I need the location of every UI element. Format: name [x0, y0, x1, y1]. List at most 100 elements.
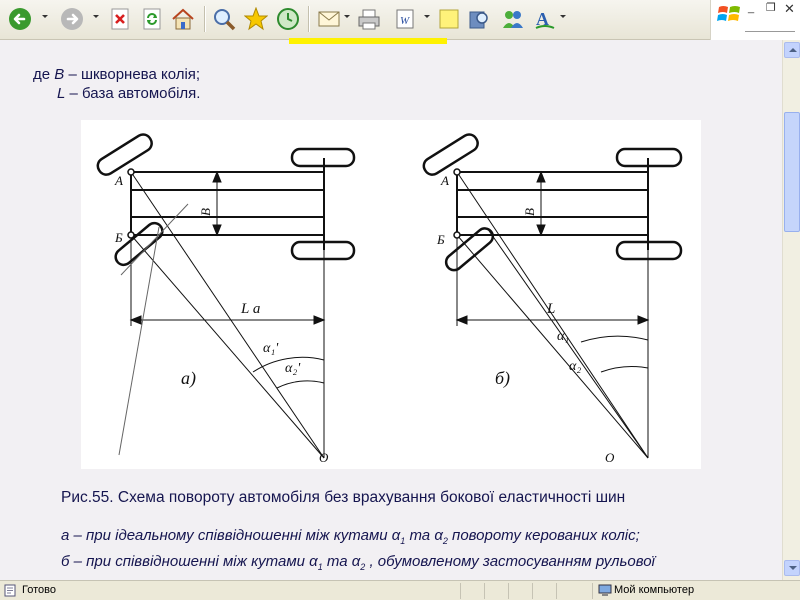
- svg-text:W: W: [400, 15, 410, 27]
- vertical-scrollbar[interactable]: [782, 40, 800, 580]
- note-text: а – при ідеальному співвідношенні між ку…: [61, 527, 401, 544]
- label-dim-la: L a: [240, 301, 260, 317]
- window-controls: [710, 0, 800, 40]
- subscript: 1: [400, 536, 406, 546]
- status-cell: [508, 583, 532, 599]
- status-text: Готово: [22, 584, 56, 596]
- label-dim-b-right: B: [522, 208, 537, 216]
- printer-icon: [358, 9, 380, 30]
- scroll-up-button[interactable]: [784, 42, 800, 58]
- figure-caption: Рис.55. Схема повороту автомобіля без вр…: [61, 489, 626, 506]
- label-dim-l: L: [546, 301, 555, 317]
- maximize-button[interactable]: ❐: [766, 2, 776, 14]
- search-button[interactable]: [211, 5, 237, 33]
- refresh-icon: [143, 8, 161, 30]
- windows-logo-icon: [717, 6, 740, 21]
- research-icon: [469, 11, 488, 29]
- text-rest: – шкворнева колія;: [64, 66, 201, 83]
- address-bar-mini[interactable]: [745, 22, 795, 32]
- page-content: де B – шкворнева колія; L – база автомоб…: [0, 44, 782, 580]
- toolbar: W A: [0, 0, 800, 44]
- subscript: 2: [360, 562, 366, 572]
- word-document-icon: W: [396, 9, 414, 29]
- close-button[interactable]: ✕: [784, 1, 795, 16]
- print-button[interactable]: [356, 5, 382, 33]
- computer-icon: [598, 584, 612, 596]
- note-text: та α: [322, 553, 361, 570]
- security-zone-text: Мой компьютер: [614, 584, 695, 596]
- history-button[interactable]: [275, 5, 301, 33]
- svg-text:A: A: [536, 9, 549, 29]
- label-subfigure-b: б): [495, 368, 510, 389]
- subscript: 1: [317, 562, 323, 572]
- scroll-up-arrow-icon: [789, 48, 797, 52]
- minimize-button[interactable]: _: [748, 2, 755, 14]
- note-text: повороту керованих коліс;: [447, 527, 640, 544]
- note-icon: [439, 9, 459, 29]
- label-point-a-left: А: [114, 173, 123, 188]
- text-rest: – база автомобіля.: [65, 85, 201, 102]
- label-subfigure-a: а): [181, 368, 196, 389]
- scroll-down-arrow-icon: [789, 566, 797, 570]
- discuss-button[interactable]: [436, 5, 462, 33]
- status-cell: [484, 583, 508, 599]
- label-point-b-right: Б: [436, 232, 445, 247]
- label-point-o-left: О: [319, 450, 329, 465]
- label-alpha1-prime: α₁': [263, 341, 279, 356]
- history-icon: [277, 8, 299, 30]
- label-point-a-right: А: [440, 173, 449, 188]
- edit-dropdown-icon[interactable]: [424, 15, 430, 18]
- mail-icon: [318, 11, 340, 27]
- note-text: б – при співвідношенні між кутами α: [61, 553, 318, 570]
- edit-button[interactable]: W: [392, 5, 418, 33]
- label-alpha2: α₂: [569, 359, 581, 374]
- note-a: а – при ідеальному співвідношенні між ку…: [61, 527, 640, 546]
- toolbar-separator: [308, 6, 309, 32]
- status-cell: [532, 583, 556, 599]
- refresh-button[interactable]: [140, 5, 164, 33]
- page-icon: [4, 584, 16, 597]
- note-b: б – при співвідношенні між кутами α1 та …: [61, 553, 655, 572]
- turning-diagram: А Б B L a α₁' α₂' а) О А Б B L α₁ α₂ б) …: [96, 133, 683, 465]
- text-prefix: де: [33, 66, 55, 83]
- note-text: , обумовленому застосуванням рульової: [365, 553, 655, 570]
- favorites-button[interactable]: [243, 5, 269, 33]
- status-cell: [556, 583, 592, 599]
- toolbar-separator: [204, 6, 205, 32]
- mail-button[interactable]: [316, 5, 342, 33]
- font-icon: A: [535, 9, 555, 29]
- label-alpha1: α₁: [557, 329, 569, 344]
- back-button[interactable]: [6, 5, 34, 33]
- scroll-down-button[interactable]: [784, 560, 800, 576]
- home-button[interactable]: [170, 5, 196, 33]
- label-dim-b-left: B: [198, 208, 213, 216]
- note-text: та α: [405, 527, 443, 544]
- scroll-thumb[interactable]: [784, 112, 800, 232]
- search-icon: [214, 9, 236, 31]
- label-point-o-right: О: [605, 450, 615, 465]
- forward-dropdown-icon[interactable]: [93, 15, 99, 18]
- stop-button[interactable]: [108, 5, 132, 33]
- forward-button[interactable]: [58, 5, 86, 33]
- subscript: 2: [442, 536, 448, 546]
- highlight-strip: [289, 38, 447, 44]
- status-cell: [460, 583, 484, 599]
- stop-icon: [111, 8, 129, 30]
- font-dropdown-icon[interactable]: [560, 15, 566, 18]
- mail-dropdown-icon[interactable]: [344, 15, 350, 18]
- variable-l: L: [57, 85, 66, 102]
- home-icon: [172, 8, 194, 30]
- zone-cell: [592, 583, 800, 599]
- messenger-button[interactable]: [500, 5, 526, 33]
- research-button[interactable]: [466, 5, 492, 33]
- messenger-icon: [503, 11, 523, 28]
- back-arrow-icon: [9, 8, 31, 30]
- text-line-track: де B – шкворнева колія;: [33, 66, 200, 83]
- status-bar: Готово Мой компьютер: [0, 580, 800, 600]
- variable-b: B: [54, 66, 65, 83]
- back-dropdown-icon[interactable]: [42, 15, 48, 18]
- label-alpha2-prime: α₂': [285, 361, 301, 376]
- star-icon: [244, 7, 268, 31]
- font-button[interactable]: A: [532, 5, 558, 33]
